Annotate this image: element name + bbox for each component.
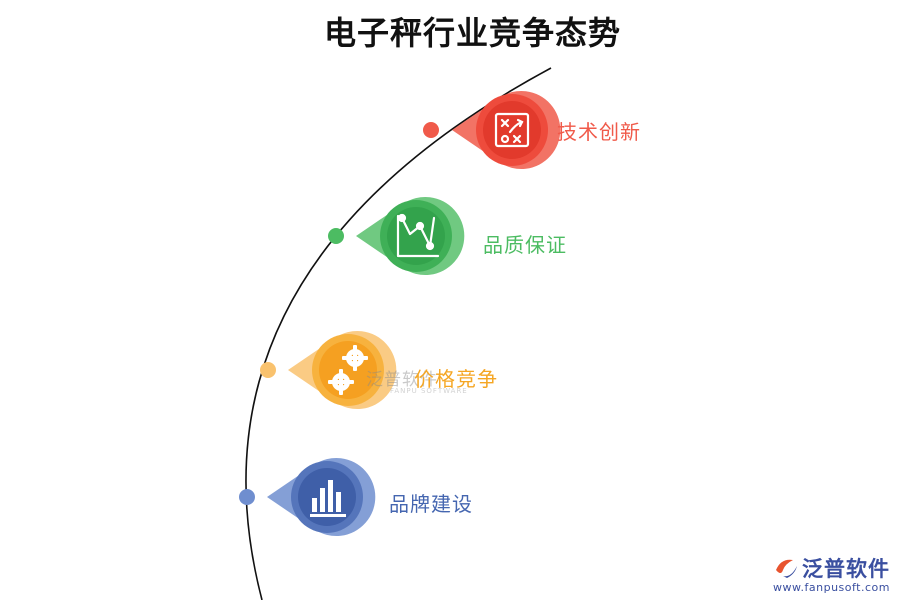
gears-icon — [328, 345, 368, 395]
line-chart-icon — [396, 213, 440, 258]
node-dot — [260, 362, 276, 378]
node-label-tech-innovation: 技术创新 — [557, 120, 641, 144]
node-label-brand-building: 品牌建设 — [389, 492, 473, 516]
node-brand-building — [239, 458, 376, 536]
node-dot — [328, 228, 344, 244]
node-core — [319, 341, 377, 399]
brand-url: www.fanpusoft.com — [773, 581, 890, 594]
node-tech-innovation — [423, 91, 561, 169]
node-dot — [239, 489, 255, 505]
node-price-competition — [260, 331, 397, 410]
node-label-quality-assurance: 品质保证 — [483, 233, 567, 257]
brand-logo: 泛普软件 www.fanpusoft.com — [773, 553, 890, 594]
brand-name: 泛普软件 — [802, 557, 890, 581]
node-quality-assurance — [328, 197, 465, 275]
brand-logo-icon — [776, 559, 797, 578]
node-core — [298, 468, 356, 526]
page-title: 电子秤行业竞争态势 — [323, 14, 621, 52]
node-dot — [423, 122, 439, 138]
bar-chart-icon — [310, 480, 346, 517]
strategy-board-icon — [494, 112, 530, 148]
arc-line — [245, 67, 552, 600]
node-label-price-competition: 价格竞争 — [414, 367, 498, 391]
